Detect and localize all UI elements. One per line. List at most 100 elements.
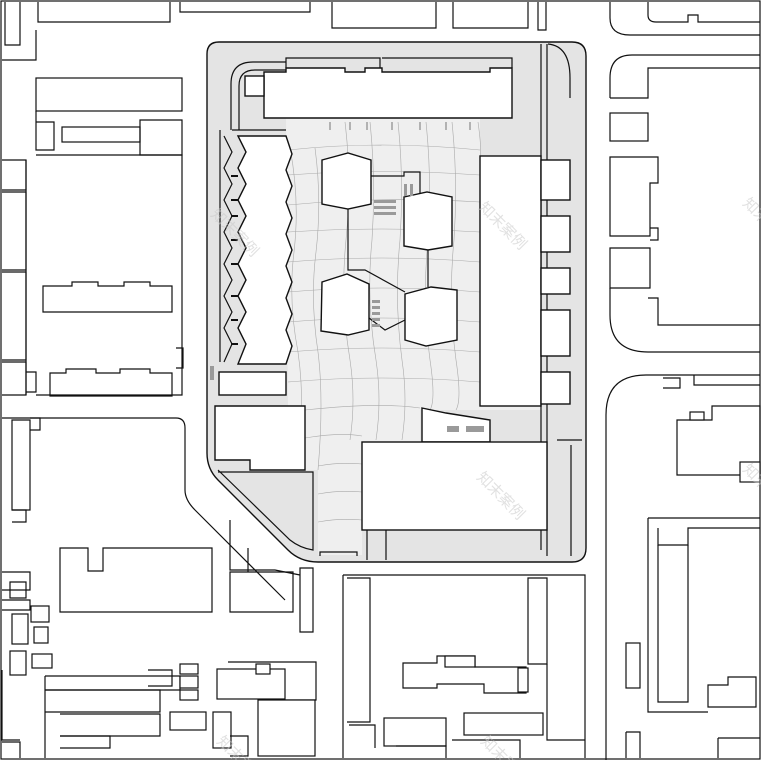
context-building bbox=[59, 547, 213, 613]
context-block bbox=[2, 271, 27, 361]
context-building bbox=[463, 712, 544, 736]
west-row-edge bbox=[223, 135, 233, 363]
street-curb bbox=[605, 374, 760, 760]
street-curb bbox=[2, 417, 286, 601]
south-gate bbox=[319, 551, 358, 556]
context-block bbox=[625, 731, 641, 758]
context-block bbox=[148, 669, 173, 687]
courtyard-ticks bbox=[329, 122, 471, 130]
context-building bbox=[179, 663, 199, 675]
north-bar-roof bbox=[285, 57, 513, 68]
context-building bbox=[9, 650, 27, 676]
context-building bbox=[139, 119, 183, 156]
context-block bbox=[45, 675, 181, 691]
context-block bbox=[331, 2, 437, 29]
southwest-building bbox=[214, 405, 306, 471]
pavilion-southwest bbox=[320, 273, 370, 336]
context-block bbox=[179, 2, 311, 13]
context-block bbox=[60, 735, 111, 749]
south-entry-hatch bbox=[447, 426, 459, 432]
context-top bbox=[4, 2, 760, 46]
south-main-building bbox=[361, 441, 548, 531]
context-block bbox=[2, 191, 27, 271]
internal-drive bbox=[557, 439, 582, 556]
pavilion-northeast bbox=[403, 191, 453, 251]
context-lower-middle bbox=[342, 574, 586, 758]
context-building bbox=[299, 567, 314, 633]
context-building bbox=[229, 571, 294, 613]
context-block bbox=[2, 741, 21, 758]
context-building bbox=[255, 663, 271, 675]
context-building bbox=[31, 653, 53, 669]
context-building bbox=[444, 655, 476, 668]
context-block bbox=[647, 2, 760, 23]
context-building bbox=[739, 461, 761, 483]
context-block bbox=[347, 577, 371, 723]
watermark-text: 知末案例 bbox=[477, 732, 532, 760]
west-row-building bbox=[236, 135, 293, 365]
context-building bbox=[609, 112, 649, 142]
internal-drive bbox=[230, 61, 286, 130]
context-building bbox=[609, 247, 651, 289]
context-block bbox=[1, 670, 20, 741]
southwest-parcel bbox=[217, 469, 314, 551]
context-building bbox=[625, 642, 641, 689]
street-curb bbox=[609, 54, 760, 98]
context-block bbox=[657, 527, 760, 546]
north-annex bbox=[244, 75, 265, 97]
context-block bbox=[2, 361, 27, 396]
context-block bbox=[663, 377, 681, 389]
context-building bbox=[216, 668, 286, 700]
context-building bbox=[402, 655, 527, 694]
street-curb bbox=[609, 2, 760, 36]
southwest-building bbox=[218, 371, 287, 396]
context-building bbox=[61, 126, 141, 143]
pavilion-southeast bbox=[404, 286, 458, 347]
context-block bbox=[546, 664, 585, 741]
context-building bbox=[35, 111, 55, 151]
context-block bbox=[4, 2, 21, 46]
context-block bbox=[452, 2, 529, 29]
internal-drive bbox=[547, 43, 571, 98]
pavilion-link bbox=[347, 209, 406, 293]
context-block bbox=[60, 713, 161, 737]
context-building bbox=[35, 77, 183, 112]
context-building bbox=[689, 411, 705, 421]
project-site bbox=[206, 41, 587, 563]
context-block bbox=[2, 571, 31, 591]
east-bar-building bbox=[479, 155, 542, 407]
context-block bbox=[693, 375, 760, 386]
context-building bbox=[49, 368, 173, 397]
watermark-text: 知末案例 bbox=[739, 194, 761, 249]
context-building bbox=[179, 689, 199, 701]
context-block bbox=[2, 159, 27, 191]
context-building bbox=[257, 699, 316, 757]
context-right bbox=[605, 54, 761, 760]
context-building bbox=[212, 711, 232, 749]
context-block bbox=[647, 517, 760, 713]
context-block bbox=[37, 2, 171, 23]
internal-drive bbox=[238, 69, 286, 130]
context-building bbox=[517, 667, 529, 693]
context-block bbox=[230, 735, 249, 757]
context-block bbox=[2, 599, 31, 611]
context-left bbox=[2, 30, 184, 397]
context-block bbox=[36, 154, 183, 396]
context-building bbox=[30, 605, 50, 623]
pavilion-northwest bbox=[321, 152, 372, 210]
context-building bbox=[609, 156, 659, 237]
south-entry-canopy bbox=[421, 407, 491, 443]
context-block bbox=[610, 67, 760, 99]
context-block bbox=[12, 509, 27, 523]
context-lower-left bbox=[1, 417, 317, 758]
context-block bbox=[45, 689, 161, 713]
context-block bbox=[396, 739, 521, 758]
context-building bbox=[676, 405, 761, 476]
south-building-edge bbox=[366, 530, 387, 560]
context-building bbox=[179, 675, 199, 689]
west-entry-marker bbox=[210, 366, 214, 380]
context-building bbox=[527, 577, 548, 665]
context-block bbox=[537, 2, 547, 31]
